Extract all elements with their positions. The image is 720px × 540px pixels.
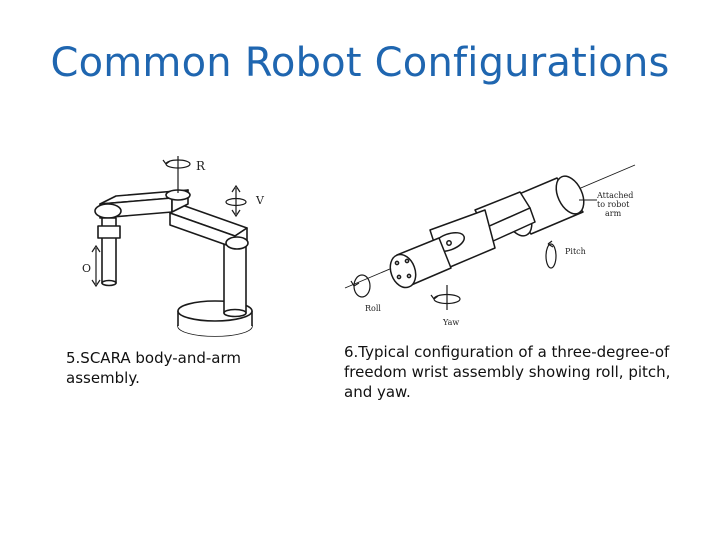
wrist-label-pitch: Pitch [565, 247, 586, 256]
scara-caption: 5.SCARA body-and-arm assembly. [66, 349, 241, 387]
wrist-label-roll: Roll [365, 304, 381, 313]
scara-rotation-v [225, 184, 247, 218]
scara-column [223, 242, 247, 314]
wrist-label-attached-1: Attached [596, 191, 633, 200]
scara-diagram: R V O [82, 156, 265, 337]
wrist-label-yaw: Yaw [442, 318, 459, 327]
scara-rotation-o [91, 244, 101, 288]
scara-label-o: O [82, 262, 91, 275]
slide-title: Common Robot Configurations [50, 40, 670, 86]
wrist-yaw-arrow [430, 285, 461, 310]
scara-label-r: R [196, 159, 206, 173]
wrist-diagram: Attached to robot arm Pitch Roll Yaw [344, 164, 636, 327]
wrist-label-attached-2: to robot [597, 200, 630, 209]
wrist-caption: 6.Typical configuration of a three-degre… [344, 343, 671, 401]
wrist-label-attached-3: arm [605, 209, 622, 218]
scara-label-v: V [255, 194, 265, 207]
wrist-roll-arrow [350, 274, 371, 298]
wrist-pitch-arrow [545, 240, 557, 269]
scara-rotation-r [162, 159, 191, 169]
